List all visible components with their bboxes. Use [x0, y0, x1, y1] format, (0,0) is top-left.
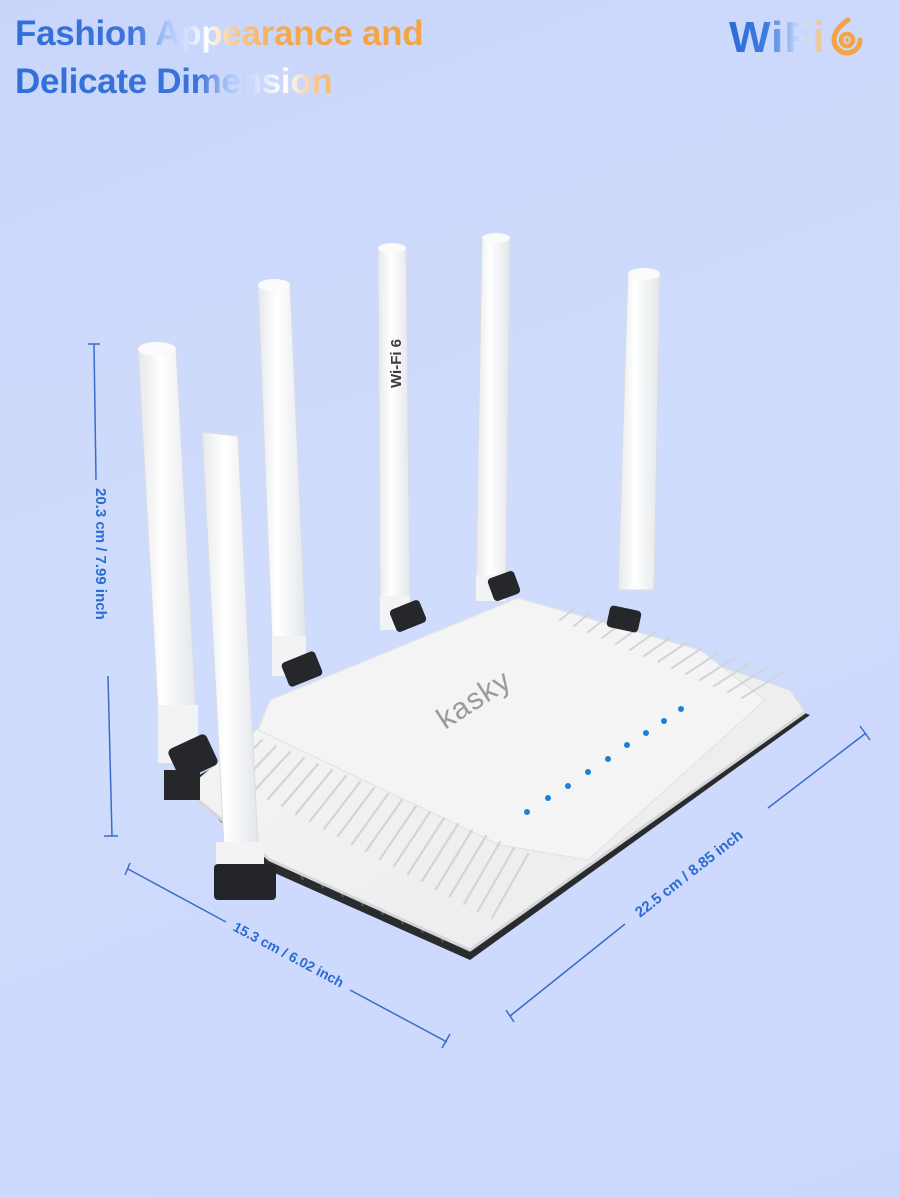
height-dimension — [88, 343, 118, 837]
headline: Fashion Appearance and Delicate Dimensio… — [15, 10, 424, 106]
headline-line-1: Fashion Appearance and — [15, 10, 424, 58]
antenna-4-wifi6: Wi-Fi 6 — [377, 243, 427, 632]
antenna-6 — [606, 268, 661, 633]
antenna-1 — [137, 342, 218, 800]
wifi6-badge: WiFi — [729, 10, 867, 66]
antenna-5 — [475, 233, 521, 601]
width-label: 15.3 cm / 6.02 inch — [231, 919, 347, 991]
height-label: 20.3 cm / 7.99 inch — [92, 488, 109, 620]
depth-label: 22.5 cm / 8.85 inch — [632, 827, 746, 922]
led-indicators — [524, 706, 684, 815]
wifi-badge-text: WiFi — [729, 13, 826, 62]
antenna-3 — [257, 279, 323, 687]
wifi-6-signal-icon — [827, 16, 867, 61]
antenna-2 — [201, 431, 276, 900]
width-dimension — [124, 862, 451, 1049]
depth-dimension — [505, 725, 871, 1023]
antenna-label: Wi-Fi 6 — [388, 339, 405, 388]
headline-line-2: Delicate Dimension — [15, 58, 423, 106]
